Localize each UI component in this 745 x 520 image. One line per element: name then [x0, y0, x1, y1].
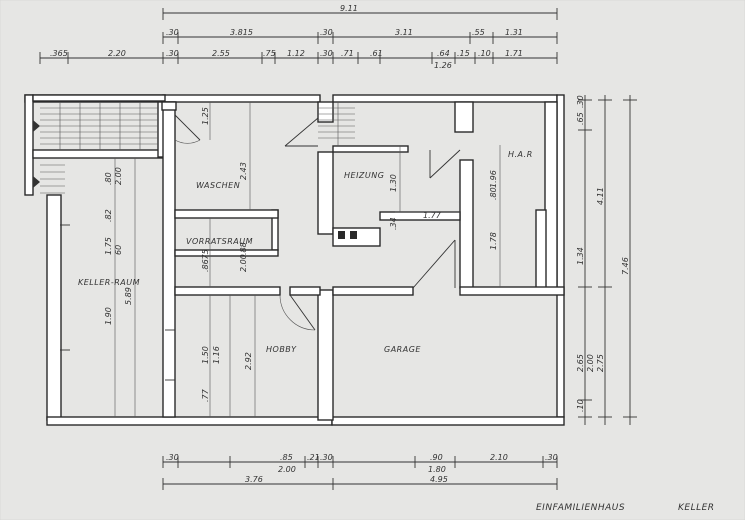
- dim-bot-30b: .30: [320, 453, 333, 462]
- dim-in-200: 2.00: [114, 167, 123, 185]
- dim-right-265: 2.65: [576, 354, 585, 372]
- dim-bot-30c: .30: [545, 453, 558, 462]
- dim-row2-30b: .30: [320, 49, 333, 58]
- dim-right-10: .10: [576, 399, 585, 412]
- door-swings: [60, 114, 461, 381]
- dim-in-34: .34: [389, 217, 398, 230]
- dim-bot-180: 1.80: [428, 465, 446, 474]
- dim-in-292: 2.92: [244, 352, 253, 370]
- internal-dimensions: [114, 102, 501, 417]
- dim-row2-171: 1.71: [505, 49, 523, 58]
- dim-in-82: .82: [104, 209, 113, 222]
- dim-right-165: .65: [576, 112, 585, 125]
- dim-right-200: 2.00: [586, 354, 595, 372]
- walls: [24, 94, 565, 426]
- dim-right-411: 4.11: [596, 187, 605, 205]
- dim-in-243: 2.43: [239, 162, 248, 180]
- room-label-heizung: HEIZUNG: [344, 171, 384, 180]
- dim-row2-255: 2.55: [212, 49, 230, 58]
- dim-in-80: .80: [489, 187, 498, 200]
- dim-bot-21: .21: [307, 453, 320, 462]
- room-label-vorratsraum: VORRATSRAUM: [186, 237, 253, 246]
- dim-row2-10: .10: [478, 49, 491, 58]
- dim-row2-365: .365: [50, 49, 68, 58]
- dim-row2-71: .71: [341, 49, 354, 58]
- dim-top-total: 9.11: [340, 4, 358, 13]
- room-label-har: H.A.R: [508, 150, 533, 159]
- room-labels: WASCHEN HEIZUNG H.A.R VORRATSRAUM KELLER…: [78, 150, 533, 354]
- dim-bot-30a: .30: [166, 453, 179, 462]
- drawing-title: EINFAMILIENHAUS: [536, 503, 625, 513]
- top-dimension-chain: 9.11 .30 3.815 .30 3.11 .55 1.31 .365 2.…: [39, 4, 558, 70]
- drawing-subtitle: KELLER: [678, 503, 715, 513]
- dim-right-30: .30: [576, 95, 585, 108]
- dim-top-b: 3.11: [395, 28, 413, 37]
- stairs-center: [284, 102, 355, 147]
- dim-in-60: 60: [114, 245, 123, 255]
- dim-in-175: 1.75: [104, 237, 113, 255]
- dim-in-125: 1.25: [201, 107, 210, 125]
- title-block: EINFAMILIENHAUS KELLER: [536, 503, 715, 513]
- internal-dimension-labels: 2.43 1.30 1.77 1.96 .34 .80 1.78 2.00 .8…: [104, 107, 498, 402]
- dim-in-88: .88: [239, 242, 248, 255]
- room-label-waschen: WASCHEN: [196, 181, 240, 190]
- dim-row2-15: .15: [457, 49, 470, 58]
- dim-in-200b: 2.00: [239, 254, 248, 272]
- stairs-left: [33, 102, 158, 194]
- dim-in-77: .77: [201, 388, 210, 402]
- dim-in-130: 1.30: [389, 174, 398, 192]
- dim-top-30a: .30: [166, 28, 179, 37]
- dim-right-746: 7.46: [621, 257, 630, 275]
- dim-top-30b: .30: [320, 28, 333, 37]
- dim-row2-30: .30: [166, 49, 179, 58]
- dim-bot-210: 2.10: [490, 453, 508, 462]
- dim-in-589: 5.89: [124, 287, 133, 305]
- dim-in-150: 1.50: [201, 346, 210, 364]
- dim-bot-85: .85: [280, 453, 293, 462]
- dim-bot-200: 2.00: [278, 465, 296, 474]
- dim-in-80b: .80: [104, 172, 113, 185]
- bottom-dimension-chain: .30 .85 2.00 .21 .30 .90 1.80 2.10 .30 3…: [162, 453, 558, 490]
- dim-top-131: 1.31: [505, 28, 523, 37]
- dim-in-190: 1.90: [104, 307, 113, 325]
- dim-in-178: 1.78: [489, 232, 498, 250]
- dim-right-275: 2.75: [596, 354, 605, 372]
- dim-row2-75: .75: [263, 49, 276, 58]
- dim-row2-220: 2.20: [108, 49, 126, 58]
- dim-in-196: 1.96: [489, 170, 498, 188]
- dim-row2-61: .61: [370, 49, 383, 58]
- dim-in-177: 1.77: [423, 211, 442, 220]
- dim-right-134: 1.34: [576, 247, 585, 265]
- chimney: [338, 231, 357, 239]
- dim-bot-495: 4.95: [430, 475, 448, 484]
- room-label-garage: GARAGE: [384, 345, 421, 354]
- dim-in-86: .86: [201, 259, 210, 272]
- room-label-hobby: HOBBY: [266, 345, 297, 354]
- dim-top-55: .55: [472, 28, 485, 37]
- dim-in-116: 1.16: [212, 346, 221, 364]
- room-label-kellerraum: KELLER-RAUM: [78, 278, 140, 287]
- right-dimension-chain: .65 .30 1.34 4.11 7.46 2.65 2.00 2.75 .1…: [576, 95, 637, 425]
- dim-row2-112: 1.12: [287, 49, 305, 58]
- dim-bot-376: 3.76: [245, 475, 263, 484]
- dim-row2-64: .64: [437, 49, 450, 58]
- dim-bot-90: .90: [430, 453, 443, 462]
- dim-row2-126: 1.26: [434, 61, 452, 70]
- dim-in-75: .75: [201, 249, 210, 262]
- dim-top-a: 3.815: [230, 28, 253, 37]
